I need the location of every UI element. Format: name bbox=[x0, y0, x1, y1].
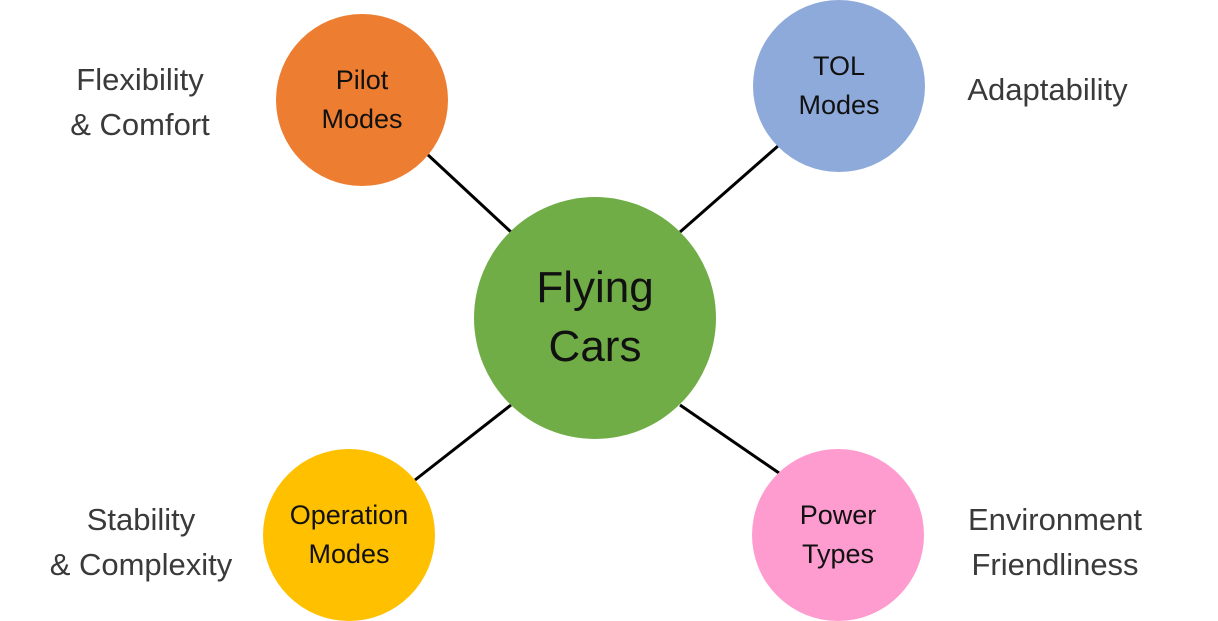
connector-tol bbox=[679, 144, 779, 234]
pilot-modes-node: Pilot Modes bbox=[276, 14, 448, 186]
tol-label-line2: Modes bbox=[798, 90, 880, 120]
tol-label-line1: TOL bbox=[812, 50, 866, 81]
pilot-benefit-line2: & Comfort bbox=[70, 106, 210, 142]
pilot-label-line2: Modes bbox=[321, 104, 403, 134]
operation-label-line1: Operation bbox=[289, 499, 409, 530]
power-label-line1: Power bbox=[799, 499, 877, 530]
connector-pilot bbox=[425, 152, 513, 234]
center-label-line1: Flying bbox=[536, 263, 654, 313]
tol-benefit-line1: Adaptability bbox=[967, 72, 1128, 107]
power-benefit-line2: Friendliness bbox=[971, 546, 1139, 582]
operation-benefit-label: Stability & Complexity bbox=[30, 498, 252, 588]
flying-cars-node: Flying Cars bbox=[474, 197, 716, 439]
operation-benefit-line1: Stability bbox=[86, 502, 196, 537]
power-benefit-label: Environment Friendliness bbox=[950, 498, 1160, 588]
center-label-line2: Cars bbox=[548, 322, 642, 371]
connector-operation bbox=[414, 403, 512, 482]
power-label-line2: Types bbox=[801, 539, 875, 569]
pilot-benefit-label: Flexibility & Comfort bbox=[50, 58, 230, 148]
pilot-label-line1: Pilot bbox=[335, 64, 389, 95]
tol-benefit-label: Adaptability bbox=[950, 68, 1145, 113]
operation-modes-node: Operation Modes bbox=[263, 449, 435, 621]
connector-power bbox=[679, 403, 780, 475]
power-benefit-line1: Environment bbox=[967, 502, 1143, 537]
operation-benefit-line2: & Complexity bbox=[49, 546, 233, 582]
pilot-benefit-line1: Flexibility bbox=[76, 62, 204, 97]
tol-modes-node: TOL Modes bbox=[753, 0, 925, 172]
operation-label-line2: Modes bbox=[308, 539, 390, 569]
power-types-node: Power Types bbox=[752, 449, 924, 621]
